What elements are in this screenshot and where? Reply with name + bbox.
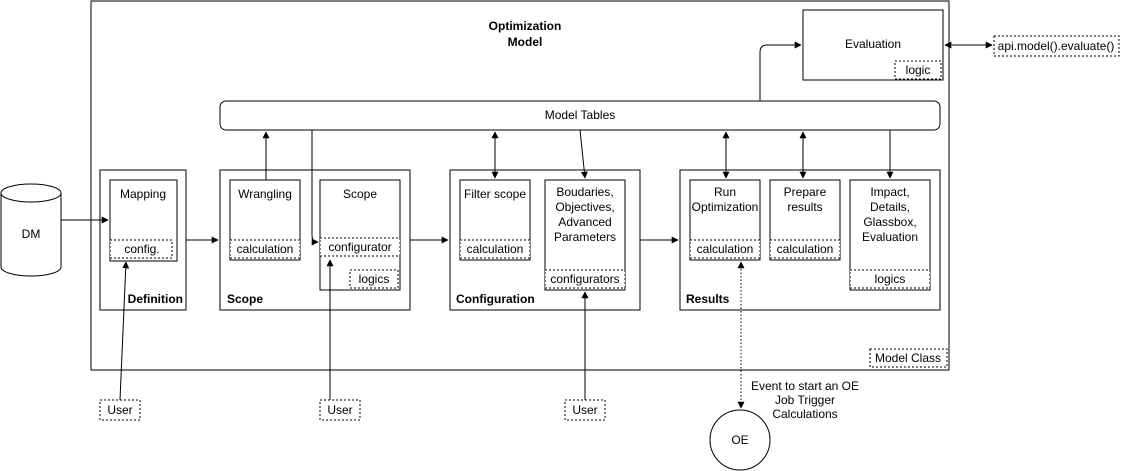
dm-label: DM (22, 227, 41, 241)
event-note: Event to start an OE Job Trigger Calcula… (751, 379, 859, 421)
oe-node: OE (709, 409, 771, 471)
evaluation-box: Evaluation logic (802, 9, 944, 81)
scope-box-label: Scope (343, 187, 377, 201)
connectors (61, 41, 993, 409)
scope-logics-tag-text: logics (359, 272, 390, 286)
boundaries-line4: Parameters (554, 230, 616, 244)
boundaries-line1: Boudaries, (556, 185, 613, 199)
filter-calc-tag-text: calculation (467, 242, 524, 256)
user-tag-2-text: User (327, 403, 352, 417)
results-label: Results (686, 292, 730, 306)
edge-tables-to-scope (311, 130, 319, 246)
edge-user1-to-mapping (119, 261, 130, 401)
prepare-line2: results (787, 200, 822, 214)
impact-logics-tag (849, 269, 931, 289)
edge-tables-to-evaluation (759, 41, 802, 101)
scope-configurator-tag (319, 237, 401, 257)
run-calc-tag-text: calculation (697, 242, 754, 256)
configurators-tag (544, 269, 626, 289)
evaluation-logic-tag (894, 60, 942, 80)
api-label-box: api.model().evaluate() (993, 35, 1120, 57)
scope-logics-tag (349, 269, 399, 289)
event-note-line3: Calculations (772, 407, 837, 421)
impact-logics-tag-text: logics (875, 272, 906, 286)
mapping-config-tag-text: config. (124, 242, 159, 256)
prepare-calc-tag-text: calculation (777, 242, 834, 256)
configuration-group: Configuration Filter scope calculation B… (449, 169, 641, 311)
scope-group-label: Scope (227, 292, 263, 306)
user-tag-2: User (319, 399, 361, 421)
user-tag-3-text: User (572, 403, 597, 417)
run-line2: Optimization (692, 200, 759, 214)
filter-scope-label: Filter scope (464, 187, 526, 201)
run-calc-tag (689, 239, 761, 259)
prepare-calc-tag (769, 239, 841, 259)
edge-tables-to-boundaries (579, 129, 588, 179)
configurators-tag-text: configurators (550, 272, 619, 286)
impact-line2: Details, (870, 200, 910, 214)
definition-label: Definition (128, 292, 183, 306)
scope-configurator-tag-text: configurator (328, 240, 391, 254)
api-label-text: api.model().evaluate() (998, 39, 1115, 53)
wrangling-calc-tag (229, 239, 301, 259)
user-tag-3: User (564, 399, 606, 421)
dm-database: DM (0, 183, 62, 277)
event-note-line2: Job Trigger (775, 393, 835, 407)
configuration-label: Configuration (456, 292, 535, 306)
mapping-label: Mapping (120, 187, 166, 201)
impact-line4: Evaluation (862, 230, 918, 244)
evaluation-logic-tag-text: logic (906, 63, 931, 77)
model-title-line1: Optimization (489, 19, 562, 33)
model-class-tag-text: Model Class (875, 351, 941, 365)
evaluation-label: Evaluation (845, 37, 901, 51)
definition-group: Definition Mapping config. (99, 169, 187, 311)
model-title-line2: Model (508, 35, 543, 49)
model-tables-label: Model Tables (545, 108, 616, 122)
filter-calc-tag (459, 239, 531, 259)
model-tables-bar: Model Tables (219, 100, 941, 131)
impact-line3: Glassbox, (863, 215, 916, 229)
wrangling-label: Wrangling (238, 187, 292, 201)
run-line1: Run (714, 185, 736, 199)
impact-line1: Impact, (870, 185, 909, 199)
event-note-line1: Event to start an OE (751, 379, 859, 393)
results-group: Results Run Optimization calculation Pre… (679, 169, 941, 311)
user-tag-1: User (99, 399, 141, 421)
model-class-tag (869, 348, 948, 368)
wrangling-calc-tag-text: calculation (237, 242, 294, 256)
mapping-config-tag (109, 239, 173, 259)
oe-label: OE (731, 433, 748, 447)
scope-group: Scope Wrangling calculation Scope config… (219, 169, 411, 311)
user-tag-1-text: User (107, 403, 132, 417)
boundaries-line3: Advanced (558, 215, 611, 229)
boundaries-line2: Objectives, (555, 200, 614, 214)
prepare-line1: Prepare (784, 185, 827, 199)
